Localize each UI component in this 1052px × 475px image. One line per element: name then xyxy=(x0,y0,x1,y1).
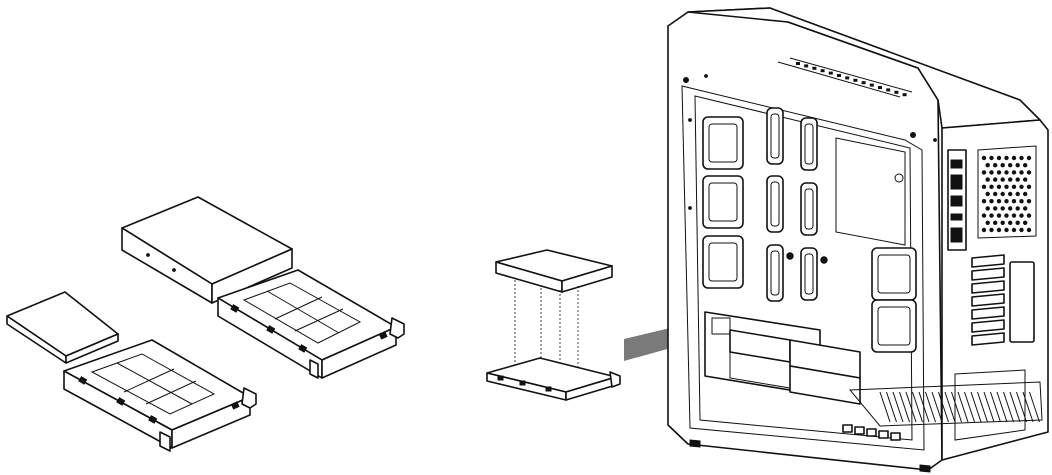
ssd-2-5-inch xyxy=(6,291,119,364)
base-grille xyxy=(879,391,1040,423)
drive-tray-b xyxy=(63,339,257,452)
vertical-gpu-bracket xyxy=(1009,261,1035,343)
drive-mounting-panel xyxy=(486,249,621,401)
hdd-3-5-inch xyxy=(121,196,293,304)
hdd-above-tray xyxy=(495,249,613,293)
drives-and-trays-panel xyxy=(6,196,405,452)
hdd-cage-right xyxy=(871,247,917,353)
pc-case xyxy=(667,7,1049,473)
io-panel xyxy=(947,149,967,251)
top-vent-holes xyxy=(796,62,907,97)
cable-grommets xyxy=(766,107,818,302)
front-mesh-vent xyxy=(981,155,1032,233)
drive-tray-a xyxy=(217,269,405,379)
bottom-drive-bays xyxy=(704,311,861,405)
hdd-cage-left xyxy=(702,116,744,289)
small-drive-tray xyxy=(486,357,621,401)
front-io-buttons xyxy=(842,424,901,441)
expansion-slots xyxy=(971,254,1005,346)
